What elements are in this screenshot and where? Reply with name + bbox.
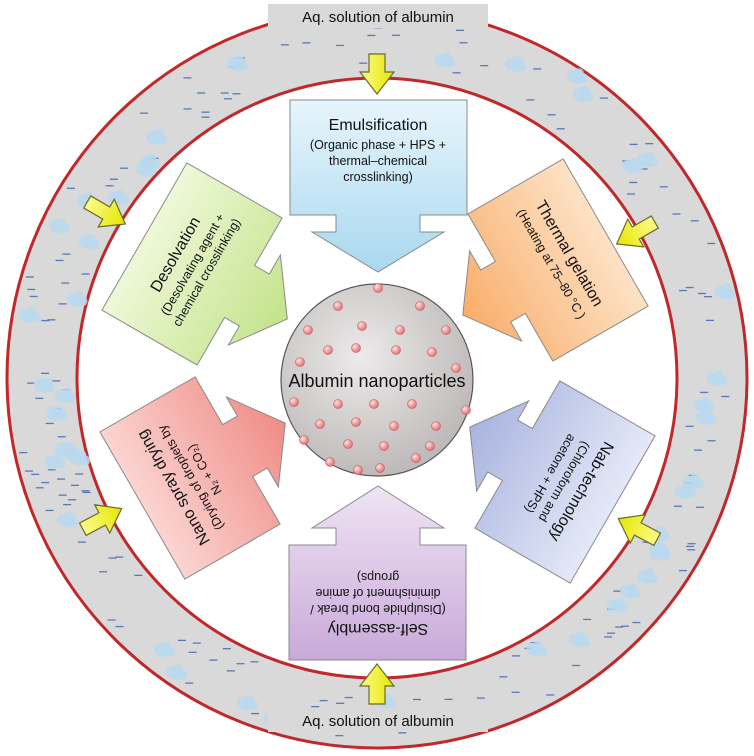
- nanoparticle-dot: [389, 421, 399, 431]
- nanoparticle-dot: [315, 419, 325, 429]
- albumin-nanoparticle-sphere: Albumin nanoparticles: [280, 283, 474, 477]
- emulsification-label: Emulsification (Organic phase + HPS + th…: [310, 117, 446, 184]
- nanoparticle-dot: [343, 439, 353, 449]
- inlet-arrow-top: [358, 53, 396, 95]
- ring-bubble: [619, 583, 641, 600]
- nanoparticle-dot: [325, 457, 335, 467]
- ring-bubble: [505, 56, 527, 73]
- emulsification-detail-1: (Organic phase + HPS +: [310, 138, 446, 152]
- nanoparticle-dot: [379, 441, 389, 451]
- ring-bubble: [54, 440, 76, 457]
- nanoparticle-dot: [427, 347, 437, 357]
- self-assembly-detail-3: groups): [357, 570, 399, 584]
- nanoparticle-dot: [391, 345, 401, 355]
- nanoparticle-dot: [461, 405, 471, 415]
- nanoparticle-dot: [289, 397, 299, 407]
- center-label: Albumin nanoparticles: [288, 371, 465, 391]
- nanoparticle-dot: [373, 283, 383, 293]
- inlet-arrows: [78, 53, 662, 705]
- ring-bubble: [674, 483, 696, 500]
- inlet-arrow-bottom: [358, 663, 396, 705]
- ring-bubble: [49, 218, 71, 235]
- ring-bubble: [572, 86, 594, 103]
- nanoparticle-dot: [425, 441, 435, 451]
- ring-bubble: [526, 640, 548, 657]
- self-assembly-box: [288, 485, 467, 661]
- nanoparticle-dot: [333, 399, 343, 409]
- ring-bubble: [226, 55, 248, 72]
- nanoparticle-dot: [323, 345, 333, 355]
- ring-texture: [19, 19, 736, 737]
- nanoparticle-dot: [441, 325, 451, 335]
- nanoparticle-dot: [353, 465, 363, 475]
- method-shapes: [99, 99, 656, 661]
- ring-bubble: [145, 128, 167, 145]
- ring-label-top: Aq. solution of albumin: [302, 9, 454, 26]
- emulsification-box: [289, 99, 468, 273]
- ring-bubble: [44, 453, 66, 470]
- inlet-arrow-upper-right: [615, 215, 660, 248]
- inlet-arrow-lower-right: [617, 514, 662, 547]
- nanoparticle-dot: [351, 417, 361, 427]
- inlet-arrow-lower-left: [78, 504, 123, 537]
- ring-labels: Aq. solution of albumin Aq. solution of …: [268, 4, 488, 732]
- ring-label-bottom: Aq. solution of albumin: [302, 713, 454, 730]
- desolvation-box: [101, 162, 288, 366]
- nanoparticle-dot: [411, 453, 421, 463]
- ring-bubble: [57, 511, 79, 528]
- nanoparticle-dot: [407, 399, 417, 409]
- nanoparticle-dot: [295, 357, 305, 367]
- self-assembly-detail-1: (Disulphide bond break /: [310, 602, 446, 616]
- nanoparticle-dots: [289, 283, 471, 475]
- nanoparticle-dot: [333, 301, 343, 311]
- ring-bubble: [621, 157, 643, 174]
- self-assembly-title: Self-assembly: [328, 620, 428, 637]
- nanoparticle-dot: [415, 301, 425, 311]
- nanoparticle-dot: [357, 321, 367, 331]
- emulsification-detail-3: crosslinking): [343, 170, 412, 184]
- ring-bubble: [637, 568, 659, 585]
- nanoparticle-dot: [303, 325, 313, 335]
- ring-bubble: [135, 160, 157, 177]
- ring-bubble: [606, 597, 628, 614]
- nanoparticle-dot: [431, 421, 441, 431]
- self-assembly-label: Self-assembly (Disulphide bond break / d…: [310, 570, 446, 637]
- ring-bubble: [706, 370, 728, 387]
- ring-bubble: [55, 387, 77, 404]
- self-assembly-detail-2: diminishment of amine: [315, 586, 440, 600]
- ring-bubble: [693, 397, 715, 414]
- ring-bubble: [66, 291, 88, 308]
- nanoparticle-dot: [375, 463, 385, 473]
- thermal-gelation-box: [462, 158, 649, 362]
- nanoparticle-dot: [395, 325, 405, 335]
- ring-bubble: [154, 641, 176, 658]
- ring-bubble: [568, 631, 590, 648]
- ring-bubble: [165, 664, 187, 681]
- ring-bubble: [649, 545, 671, 562]
- emulsification-title: Emulsification: [329, 117, 428, 134]
- inlet-arrow-upper-left: [82, 195, 127, 228]
- ring-bubble: [434, 51, 456, 68]
- emulsification-detail-2: thermal–chemical: [329, 154, 427, 168]
- ring-bubble: [714, 283, 736, 300]
- nanoparticle-dot: [451, 363, 461, 373]
- nanoparticle-dot: [351, 343, 361, 353]
- ring-bubble: [46, 405, 68, 422]
- ring-bubble: [566, 68, 588, 85]
- ring-bubble: [19, 307, 41, 324]
- ring-bubble: [236, 694, 258, 711]
- nanoparticle-dot: [299, 435, 309, 445]
- nanoparticle-dot: [369, 399, 379, 409]
- nano-spray-drying-box: [99, 376, 286, 580]
- ring-bubble: [637, 151, 659, 168]
- ring-bubble: [78, 233, 100, 250]
- nab-technology-box: [469, 380, 656, 584]
- ring-bubble: [33, 377, 55, 394]
